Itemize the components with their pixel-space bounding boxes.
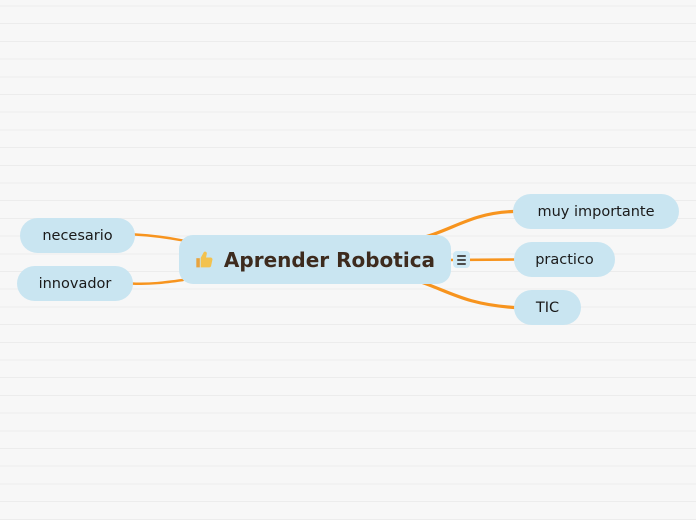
node-label: muy importante — [537, 203, 655, 220]
hamburger-menu-icon[interactable] — [453, 251, 470, 268]
node-label: innovador — [38, 275, 112, 292]
root-node-label: Aprender Robotica — [223, 247, 436, 272]
connector-necesario — [133, 233, 185, 242]
node-tic[interactable]: TIC — [514, 290, 581, 325]
connector-innovador — [129, 278, 185, 285]
root-node-aprender-robotica[interactable]: Aprender Robotica — [179, 235, 451, 284]
node-practico[interactable]: practico — [514, 242, 615, 277]
node-muy-importante[interactable]: muy importante — [513, 194, 679, 229]
node-label: necesario — [42, 227, 113, 244]
node-label: TIC — [535, 299, 560, 316]
node-label: practico — [535, 251, 594, 268]
node-necesario[interactable]: necesario — [20, 218, 135, 253]
node-innovador[interactable]: innovador — [17, 266, 133, 301]
thumbs-up-icon — [195, 249, 216, 270]
